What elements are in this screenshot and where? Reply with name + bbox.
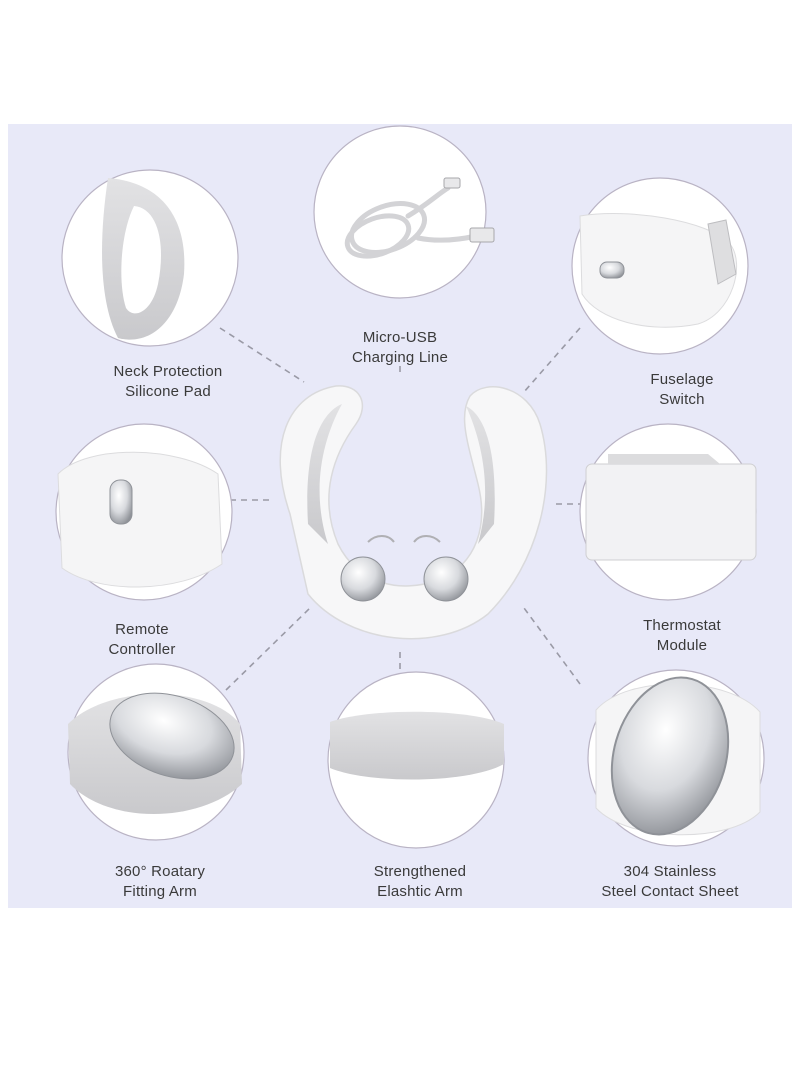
- label-thermostat-module: Thermostat Module: [643, 617, 721, 654]
- label-fuselage-switch: Fuselage Switch: [650, 371, 714, 408]
- feature-panel: Neck Protection Silicone Pad Micro-USB C…: [8, 124, 792, 908]
- usb-cable-circle: [313, 125, 495, 299]
- label-neck-pad: Neck Protection Silicone Pad: [113, 363, 223, 400]
- label-micro-usb: Micro-USB Charging Line: [352, 329, 448, 366]
- switch-circle: [571, 177, 749, 355]
- elastic-arm-circle: [327, 671, 505, 849]
- label-remote-controller: Remote Controller: [108, 621, 176, 658]
- neck-pad-circle: [61, 169, 239, 347]
- connector-lines: [219, 327, 592, 691]
- label-steel-contact: 304 Stainless Steel Contact Sheet: [601, 863, 739, 900]
- product-illustration: [55, 125, 765, 849]
- neck-massager: [279, 385, 548, 640]
- label-elastic-arm: Strengthened Elashtic Arm: [373, 863, 467, 900]
- rotary-arm-circle: [67, 663, 245, 841]
- remote-controller-circle: [55, 423, 233, 601]
- label-rotary-arm: 360° Roatary Fitting Arm: [114, 863, 206, 900]
- thermostat-circle: [579, 423, 757, 601]
- steel-sheet-circle: [587, 669, 765, 847]
